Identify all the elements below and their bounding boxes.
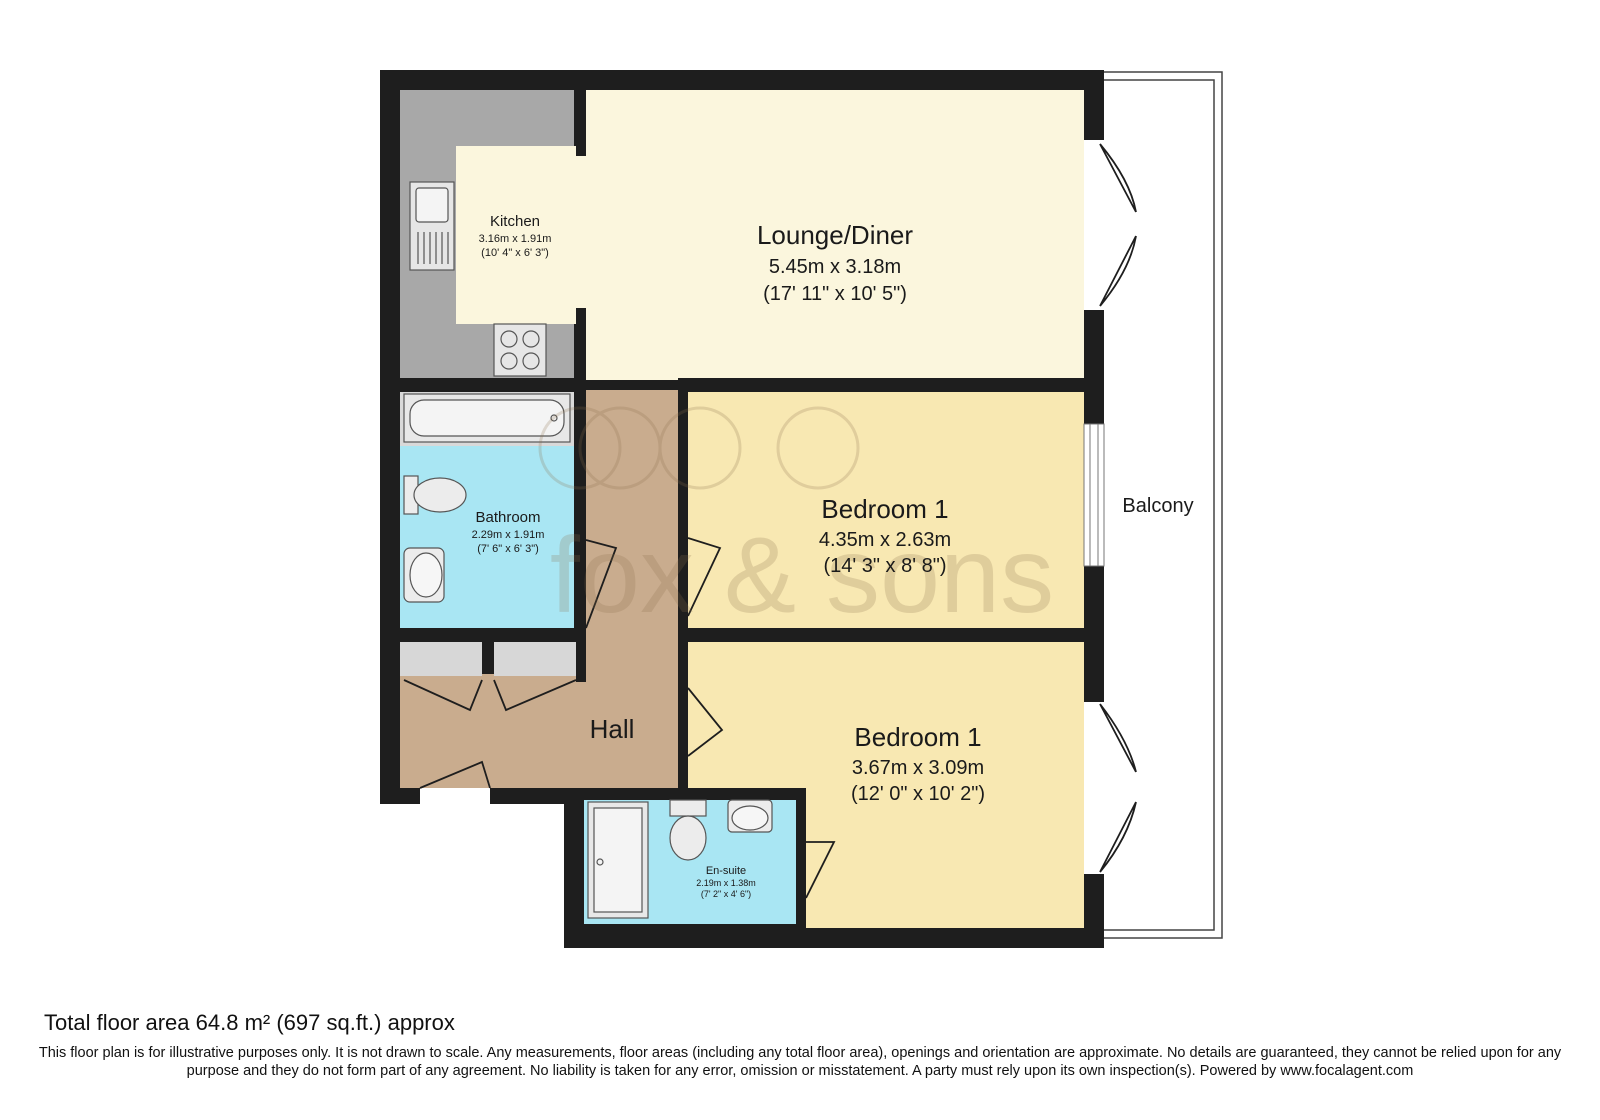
bedroom-upper-metric: 4.35m x 2.63m bbox=[819, 529, 951, 551]
sink-icon bbox=[409, 181, 455, 271]
bathroom-imperial: (7' 6" x 6' 3") bbox=[477, 543, 539, 555]
total-floor-area: Total floor area 64.8 m² (697 sq.ft.) ap… bbox=[44, 1010, 455, 1035]
hall-floor bbox=[400, 390, 678, 788]
balcony bbox=[1091, 71, 1223, 939]
bedroom-lower-name: Bedroom 1 bbox=[854, 722, 981, 752]
door-swings bbox=[403, 143, 1137, 899]
ensuite-basin-icon bbox=[727, 799, 773, 833]
basin-icon bbox=[403, 547, 445, 603]
cupboard-right bbox=[494, 642, 576, 676]
lounge-imperial: (17' 11" x 10' 5") bbox=[763, 283, 907, 305]
bathroom-name: Bathroom bbox=[475, 509, 540, 526]
balcony-name: Balcony bbox=[1122, 495, 1193, 517]
kitchen-name: Kitchen bbox=[490, 213, 540, 230]
hall-name: Hall bbox=[590, 714, 635, 744]
lounge-name: Lounge/Diner bbox=[757, 220, 913, 250]
floor-plan: fox & sons Lounge/Diner 5.45m x 3.18m (1… bbox=[380, 70, 1223, 948]
ensuite-metric: 2.19m x 1.38m bbox=[696, 878, 756, 888]
bedroom-upper-imperial: (14' 3" x 8' 8") bbox=[824, 555, 947, 577]
toilet-icon bbox=[403, 475, 467, 515]
bedroom-lower-metric: 3.67m x 3.09m bbox=[852, 757, 984, 779]
cupboard-left bbox=[400, 642, 482, 676]
disclaimer: This floor plan is for illustrative purp… bbox=[38, 1045, 1562, 1079]
ensuite-name: En-suite bbox=[706, 865, 746, 877]
bathroom-metric: 2.29m x 1.91m bbox=[472, 529, 545, 541]
ensuite-imperial: (7' 2" x 4' 6") bbox=[701, 889, 751, 899]
kitchen-metric: 3.16m x 1.91m bbox=[479, 233, 552, 245]
hob-icon bbox=[493, 323, 547, 377]
balcony-openings bbox=[1083, 140, 1105, 874]
watermark: fox & sons bbox=[538, 406, 1054, 635]
fixtures bbox=[403, 181, 773, 919]
ensuite-toilet-icon bbox=[669, 799, 707, 861]
bedroom-upper-floor bbox=[688, 392, 1084, 628]
kitchen-imperial: (10' 4" x 6' 3") bbox=[481, 247, 549, 259]
shower-icon bbox=[587, 801, 649, 919]
bath-icon bbox=[403, 393, 571, 443]
watermark-logo bbox=[538, 406, 860, 490]
watermark-text: fox & sons bbox=[550, 514, 1054, 635]
bedroom-upper-name: Bedroom 1 bbox=[821, 494, 948, 524]
lounge-floor bbox=[582, 90, 1084, 380]
bedroom-lower-floor bbox=[688, 642, 1084, 928]
bedroom-lower-imperial: (12' 0" x 10' 2") bbox=[851, 783, 985, 805]
interior-walls bbox=[400, 90, 1084, 928]
room-labels: Lounge/Diner 5.45m x 3.18m (17' 11" x 10… bbox=[472, 213, 1194, 899]
lounge-metric: 5.45m x 3.18m bbox=[769, 256, 901, 278]
